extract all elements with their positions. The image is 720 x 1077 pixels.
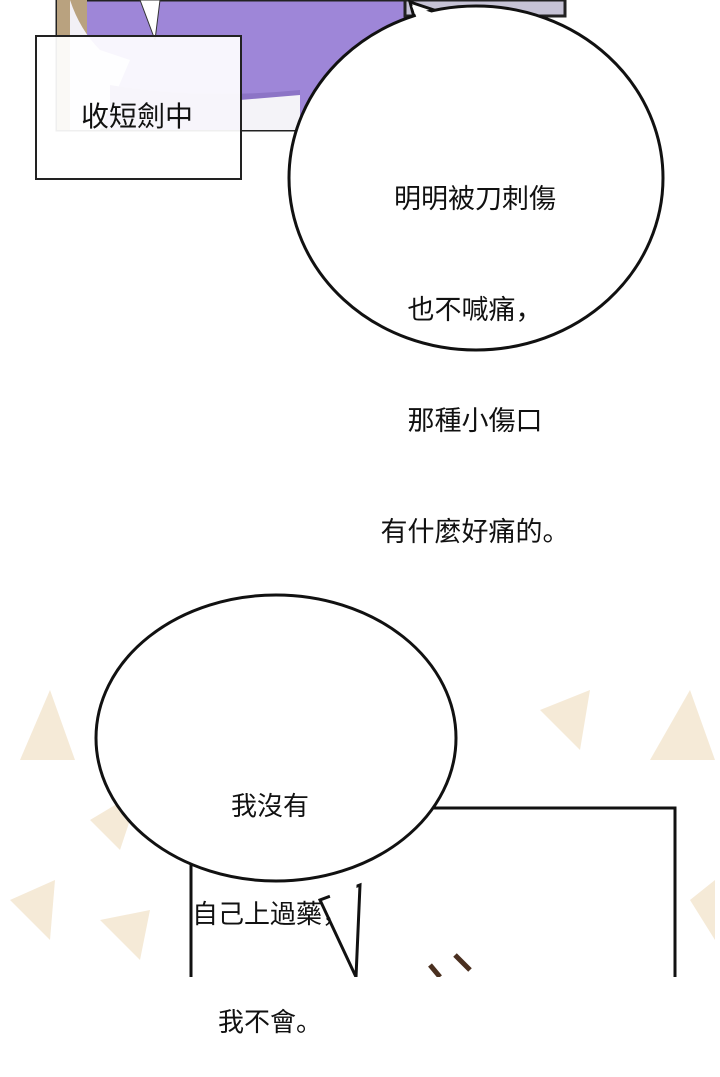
bubble-1-line: 有什麼好痛的。 bbox=[380, 517, 570, 548]
narration-caption-box: 收短劍中 bbox=[35, 35, 242, 180]
comic-page-art bbox=[10, 0, 715, 977]
bubble-1-text: 明明被刀刺傷 也不喊痛， 那種小傷口 有什麼好痛的。 bbox=[360, 107, 590, 588]
bubble-1-line: 也不喊痛， bbox=[407, 295, 543, 326]
bubble-2-line: 自己上過藥， bbox=[191, 900, 348, 930]
caption-text: 收短劍中 bbox=[81, 100, 194, 133]
bubble-1-line: 明明被刀刺傷 bbox=[394, 184, 556, 215]
bubble-2-text: 我沒有 自己上過藥， 我不會。 bbox=[170, 717, 370, 1077]
bubble-2-line: 我不會。 bbox=[217, 1008, 322, 1038]
bubble-2-line: 我沒有 bbox=[230, 792, 309, 822]
speech-bubble-1 bbox=[287, 0, 665, 352]
bubble-1-line: 那種小傷口 bbox=[407, 406, 543, 437]
background-pattern bbox=[10, 690, 715, 960]
speech-bubble-2 bbox=[94, 593, 458, 977]
